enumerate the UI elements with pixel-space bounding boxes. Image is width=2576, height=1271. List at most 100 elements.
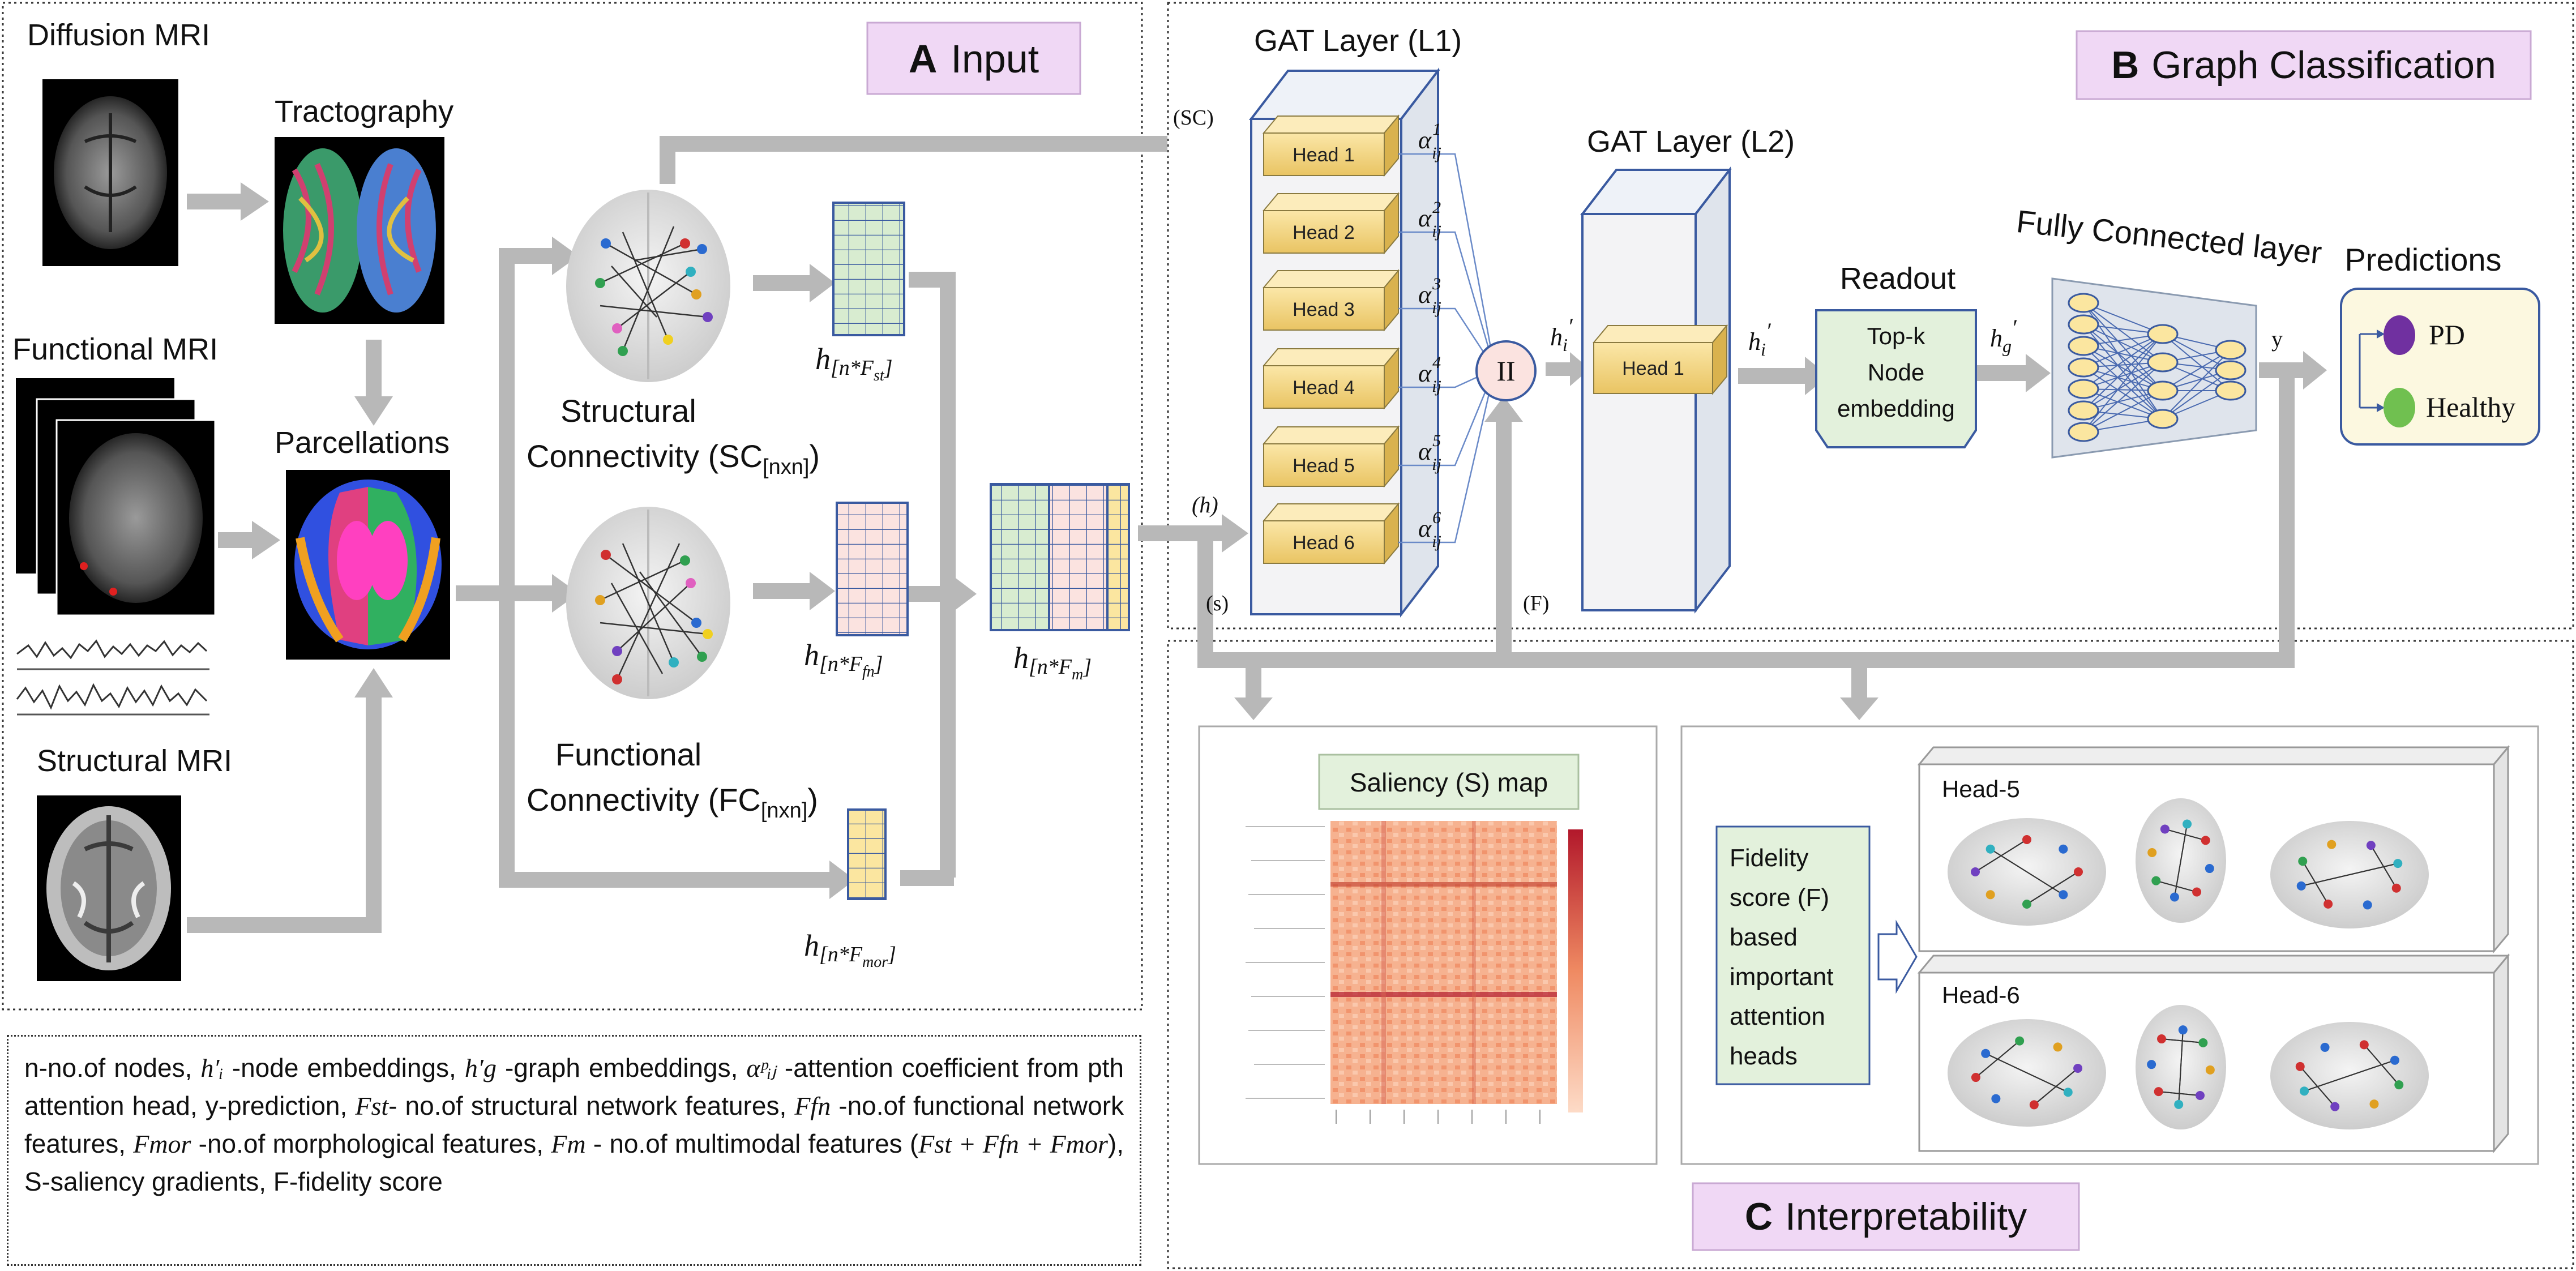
svg-text:Saliency (S) map: Saliency (S) map xyxy=(1350,768,1548,797)
svg-text:embedding: embedding xyxy=(1837,395,1955,422)
gat-l2-box xyxy=(1580,166,1732,614)
structural-mri-label: Structural MRI xyxy=(37,744,232,778)
fidelity-box: Fidelity score (F) based important atten… xyxy=(1715,825,1871,1085)
legend-math-ffn: Ffn xyxy=(794,1092,831,1120)
svg-text:Fidelity: Fidelity xyxy=(1730,844,1808,872)
gat-l2-title: GAT Layer (L2) xyxy=(1587,125,1795,159)
sc-line-cont xyxy=(1139,136,1167,152)
brain-view-5 xyxy=(2136,1005,2226,1129)
morphological-feature-label: h[n*Fmor] xyxy=(804,928,896,971)
h-signal-label: (h) xyxy=(1192,492,1218,517)
functional-mri-label: Functional MRI xyxy=(12,332,218,366)
fc-edge xyxy=(2083,324,2163,363)
pd-class-label: PD xyxy=(2429,319,2465,350)
saliency-heatmap xyxy=(1246,821,1583,1124)
svg-text:important: important xyxy=(1730,963,1833,991)
legend-math-sum: Fst + Ffn + Fmor xyxy=(918,1129,1108,1158)
morphological-feature-matrix xyxy=(847,808,887,900)
legend-math-alpha: αᵖᵢⱼ xyxy=(746,1054,776,1082)
gat-l1-title: GAT Layer (L1) xyxy=(1254,24,1462,58)
fc-edge xyxy=(2083,302,2163,363)
fmri-timeseries xyxy=(16,639,209,716)
fc-edge xyxy=(2083,324,2163,391)
brain-view-6 xyxy=(2270,1022,2429,1129)
hg-label: hg′ xyxy=(1990,315,2017,356)
structural-feature-label: h[n*Fst] xyxy=(815,342,892,384)
fc-node xyxy=(2068,379,2099,399)
fc-node xyxy=(2068,422,2099,442)
gat-l1-head-1: Head 1 xyxy=(1262,114,1400,177)
gat-l1-head-2: Head 2 xyxy=(1262,192,1400,255)
f-signal-label: (F) xyxy=(1523,592,1549,615)
fidelity-arrow xyxy=(1877,919,1918,994)
functional-feature-label: h[n*Ffn] xyxy=(804,638,883,681)
functional-feature-matrix xyxy=(836,502,909,636)
s-signal-label: (s) xyxy=(1206,592,1229,615)
legend-math-fmor: Fmor xyxy=(133,1129,191,1158)
fc-edge xyxy=(2162,370,2231,420)
svg-text:Head 4: Head 4 xyxy=(1293,377,1355,399)
gat-l1-head-4: Head 4 xyxy=(1262,347,1400,410)
fc-label-line2: Connectivity (FC[nxn]) xyxy=(527,782,818,823)
svg-text:Head 2: Head 2 xyxy=(1293,222,1355,243)
legend-text-0: n-no.of nodes, xyxy=(24,1053,201,1082)
structural-feature-matrix xyxy=(832,202,905,336)
tractography-image xyxy=(275,137,444,324)
diffusion-mri-label: Diffusion MRI xyxy=(27,18,210,52)
legend-text-4: - no.of structural network features, xyxy=(388,1091,795,1120)
brain-view-4 xyxy=(1948,1019,2106,1127)
input-arrows xyxy=(187,136,1139,933)
legend-text-2: -graph embeddings, xyxy=(496,1053,747,1082)
healthy-class-label: Healthy xyxy=(2426,391,2515,423)
gat-l1-head-6: Head 6 xyxy=(1262,502,1400,565)
legend-box: n-no.of nodes, h′ᵢ -node embeddings, h′g… xyxy=(7,1035,1141,1266)
fc-layer-title: Fully Connected layer xyxy=(2015,203,2323,271)
readout-box: Top-k Node embedding xyxy=(1815,309,1977,448)
sc-label-line2: Connectivity (SC[nxn]) xyxy=(527,438,820,479)
legend-math-fst: Fst xyxy=(355,1092,389,1120)
gat-l1-head-3: Head 3 xyxy=(1262,269,1400,332)
legend-text-3: -attention coefficient from pth attentio… xyxy=(24,1053,1124,1120)
fc-node xyxy=(2068,336,2099,356)
svg-text:Head 3: Head 3 xyxy=(1293,299,1355,320)
legend-text-5: -no.of functional network features, xyxy=(24,1091,1124,1158)
fc-edge xyxy=(2083,367,2163,420)
gat-l1-head-5: Head 5 xyxy=(1262,425,1400,488)
y-label: y xyxy=(2271,326,2283,352)
fc-node xyxy=(2215,380,2246,401)
legend-text-8: ), S-saliency gradients, F-fidelity scor… xyxy=(24,1129,1124,1196)
fc-edge xyxy=(2083,345,2163,391)
svg-text:Node: Node xyxy=(1868,359,1924,386)
brain-view-2 xyxy=(2136,798,2226,923)
fc-edge xyxy=(2083,362,2163,411)
svg-text:Head 1: Head 1 xyxy=(1622,358,1684,379)
fc-edge xyxy=(2162,349,2231,420)
readout-title: Readout xyxy=(1840,262,1955,296)
fc-node xyxy=(2068,314,2099,335)
fc-node xyxy=(2215,360,2246,380)
fc-edge xyxy=(2083,333,2163,411)
fc-edge xyxy=(2083,302,2163,391)
multimodal-feature-matrix xyxy=(990,483,1130,631)
legend-math-hg: h′g xyxy=(464,1054,497,1082)
parcellations-image xyxy=(286,470,450,660)
svg-text:Head-6: Head-6 xyxy=(1942,982,2020,1008)
svg-text:Head 1: Head 1 xyxy=(1293,144,1355,166)
svg-text:II: II xyxy=(1496,355,1515,387)
brain-view-3 xyxy=(2270,821,2429,928)
fc-edge xyxy=(2083,333,2163,368)
attention-lines xyxy=(1398,153,1496,544)
fc-edge xyxy=(2083,362,2163,433)
pd-class-marker xyxy=(2384,315,2415,355)
tractography-label: Tractography xyxy=(275,95,453,129)
parcellations-label: Parcellations xyxy=(275,426,450,460)
